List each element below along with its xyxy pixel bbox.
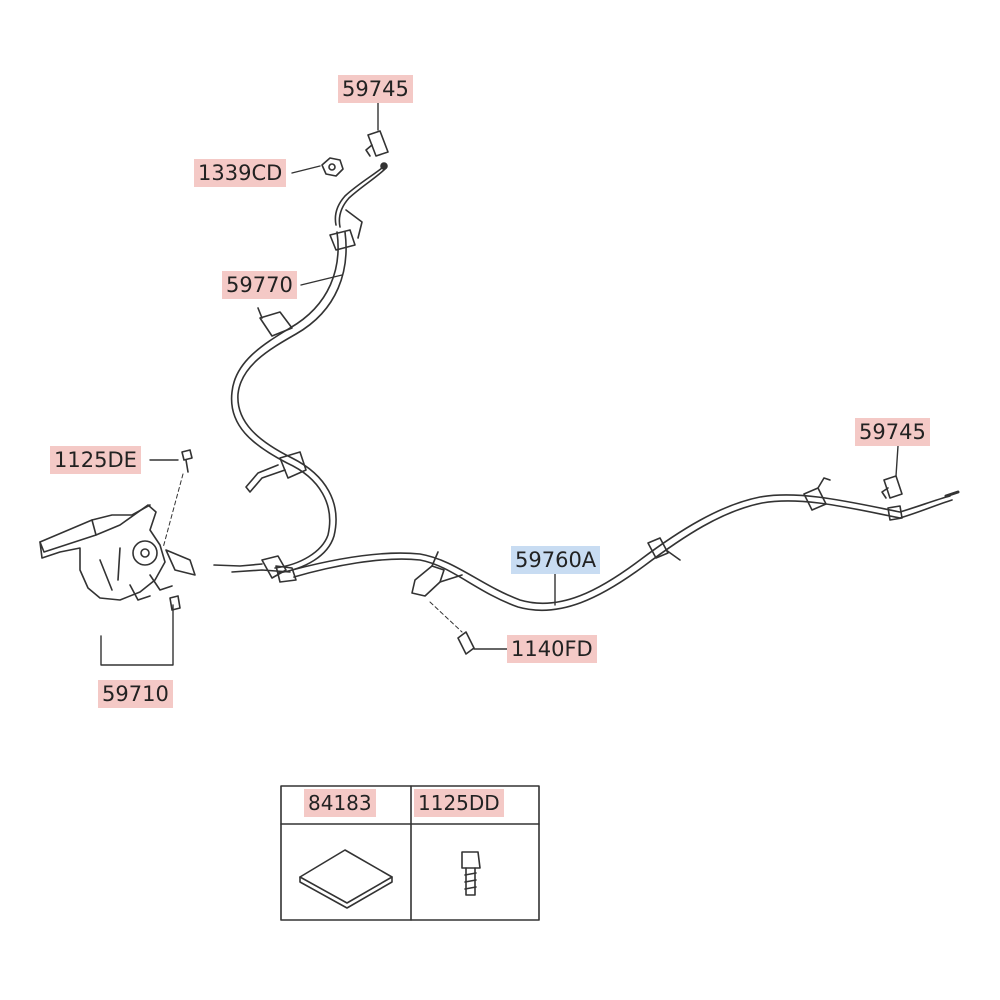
lever-assembly-drawing [39,504,297,611]
front-cable-drawing [230,167,387,574]
label-front-cable[interactable]: 59770 [222,271,297,299]
clip-top-drawing [365,130,389,157]
rear-cable-drawing [291,162,960,612]
label-lever-assembly[interactable]: 59710 [98,680,173,708]
leader-lines [100,101,899,666]
label-nut[interactable]: 1339CD [194,159,287,187]
table-label-1125dd[interactable]: 1125DD [414,789,504,817]
nut-drawing [321,157,344,177]
label-rear-cable-selected[interactable]: 59760A [511,546,601,574]
bolt-center-drawing [429,601,475,655]
label-clip-top[interactable]: 59745 [338,75,413,103]
table-label-84183[interactable]: 84183 [304,789,376,817]
bolt-left-drawing [162,449,193,549]
label-clip-right[interactable]: 59745 [855,418,930,446]
label-bolt-center[interactable]: 1140FD [507,635,597,663]
clip-right-drawing [881,475,903,499]
accessory-table-drawing [280,785,540,921]
label-bolt-left[interactable]: 1125DE [50,446,141,474]
